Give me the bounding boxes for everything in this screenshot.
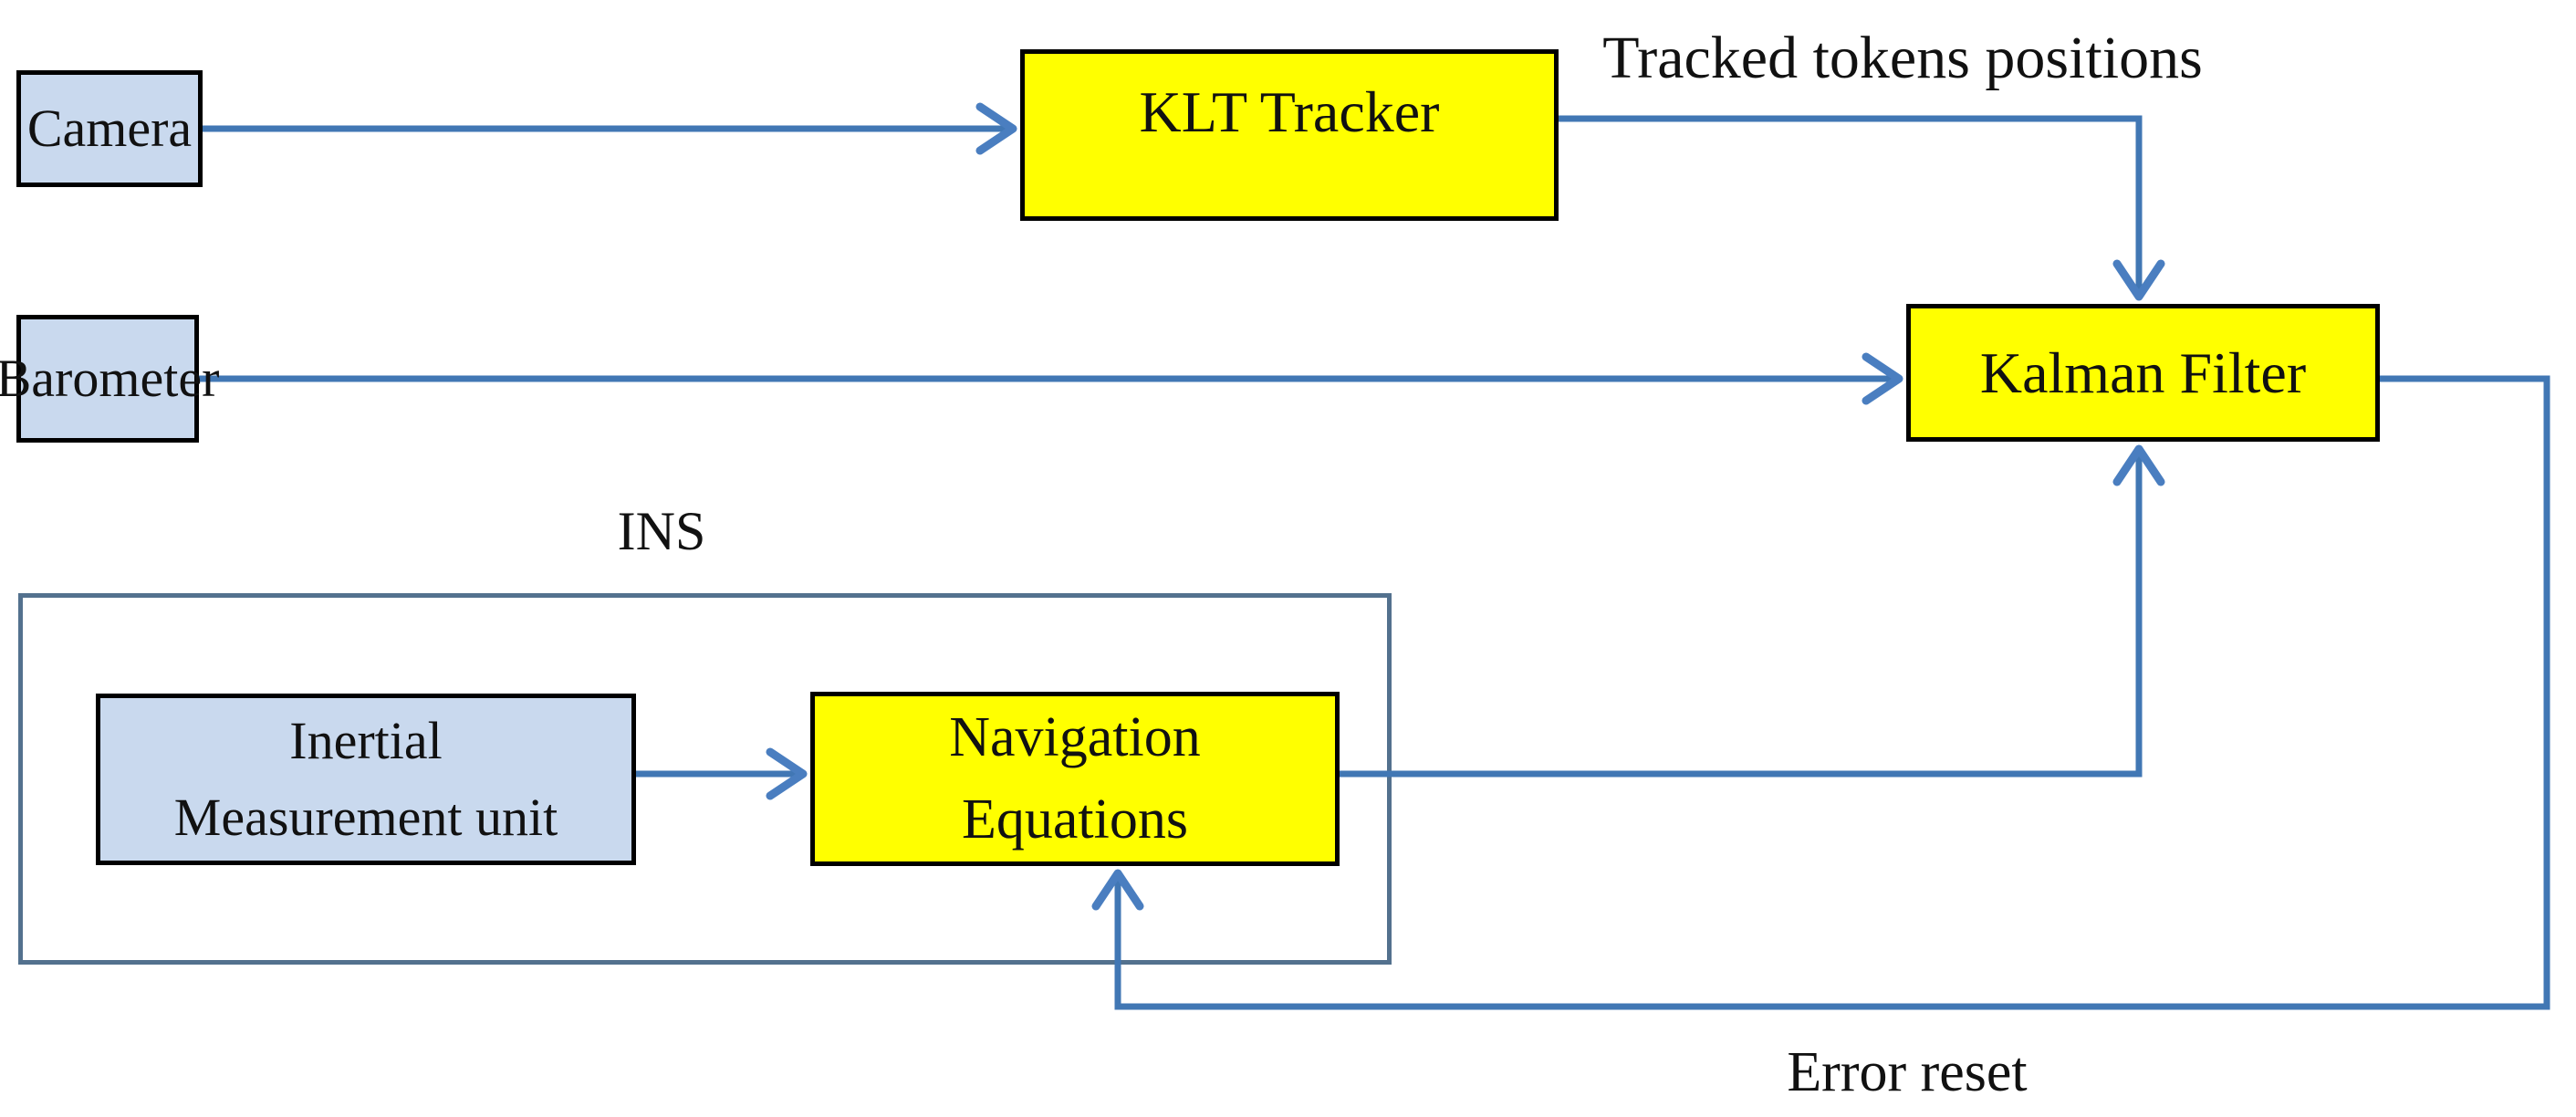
node-navigation-equations: Navigation Equations (810, 692, 1340, 866)
node-barometer: Barometer (0, 315, 219, 443)
node-kalman-filter-label: Kalman Filter (1979, 339, 2307, 405)
edge-kalman-to-naveq-error-reset (1091, 375, 2550, 1010)
edge-klt-to-kalman (1559, 115, 2165, 301)
node-imu-label-line1: Inertial (289, 710, 443, 770)
ins-group-container (18, 593, 1392, 965)
ins-group-label: INS (617, 501, 706, 561)
node-imu-label-line2: Measurement unit (173, 788, 558, 847)
edge-naveq-to-kalman (1340, 444, 2165, 778)
node-naveq-label-line1: Navigation (949, 705, 1201, 768)
node-klt-tracker: KLT Tracker (1020, 49, 1559, 221)
node-barometer-label: Barometer (0, 348, 220, 408)
node-naveq-label-line2: Equations (962, 788, 1188, 851)
node-camera: Camera (16, 70, 203, 187)
node-camera-label: Camera (26, 98, 193, 158)
node-inertial-measurement-unit: Inertial Measurement unit (96, 694, 636, 865)
node-klt-tracker-label: KLT Tracker (1139, 79, 1440, 144)
node-kalman-filter: Kalman Filter (1906, 304, 2380, 442)
edge-label-error-reset: Error reset (1787, 1041, 2028, 1103)
edge-label-tracked-tokens-positions: Tracked tokens positions (1602, 25, 2203, 91)
